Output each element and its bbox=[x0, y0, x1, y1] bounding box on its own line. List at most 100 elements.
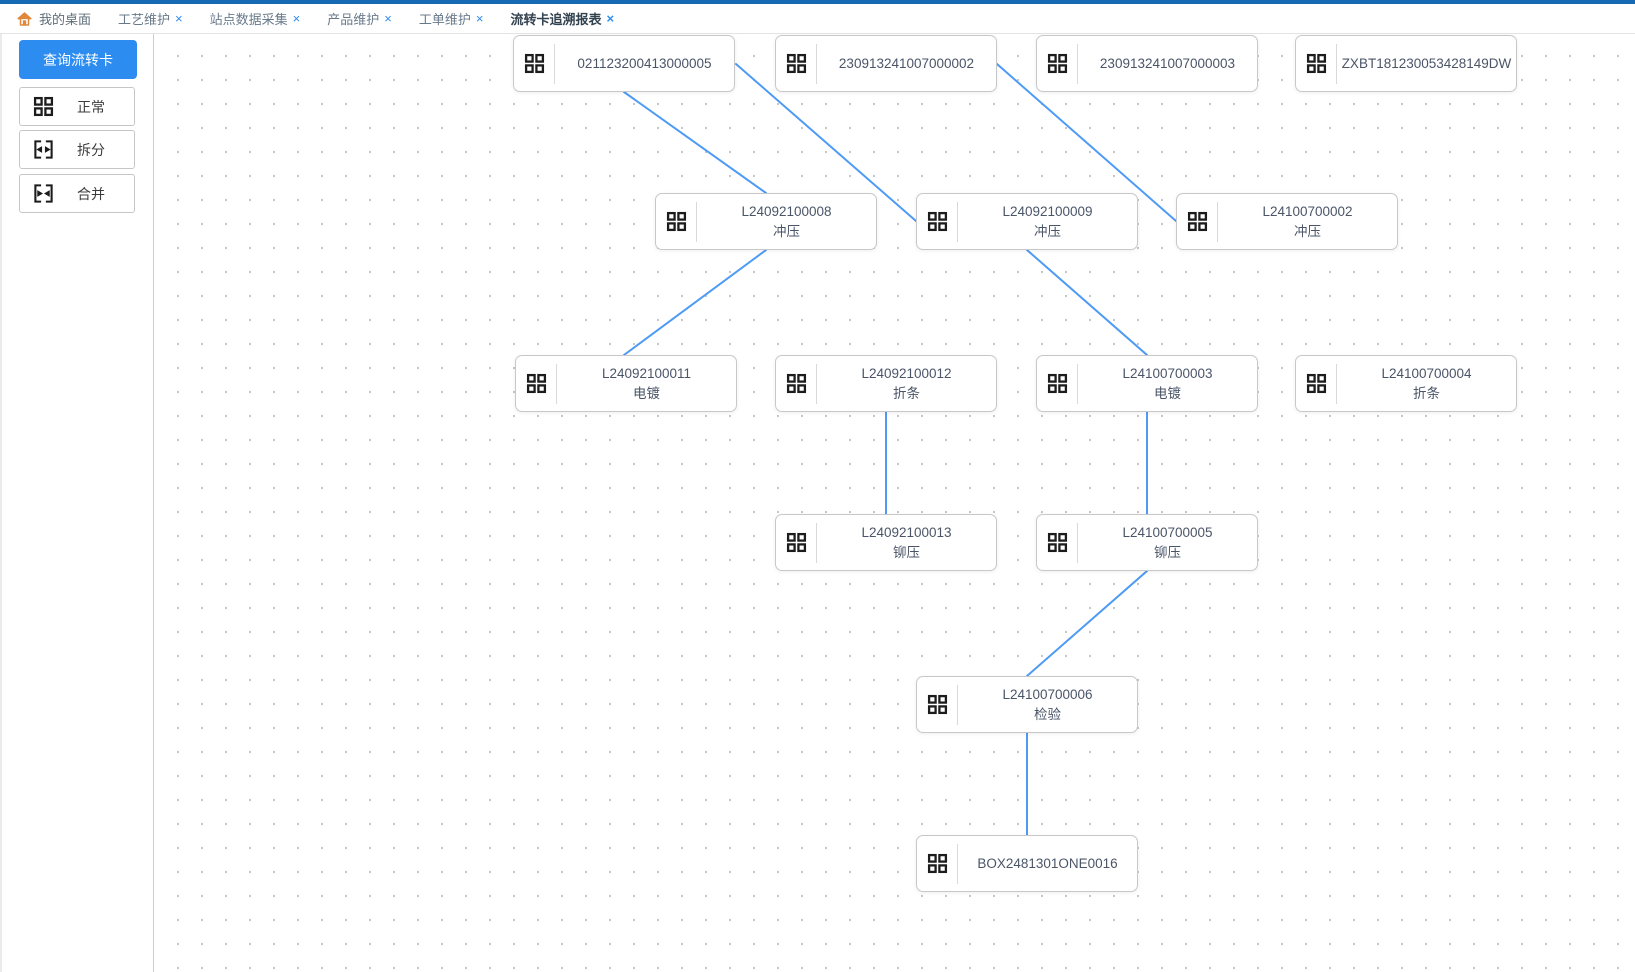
merge-icon bbox=[33, 183, 54, 204]
node-divider bbox=[957, 201, 958, 242]
grid-icon bbox=[514, 53, 554, 74]
node-divider bbox=[816, 43, 817, 84]
grid-icon bbox=[1037, 532, 1077, 553]
close-tab-icon[interactable]: × bbox=[175, 11, 183, 26]
node-text: L24092100009 冲压 bbox=[958, 202, 1137, 242]
flow-card-node[interactable]: 021123200413000005 bbox=[513, 35, 735, 92]
card-code: 021123200413000005 bbox=[577, 55, 712, 71]
grid-icon bbox=[1037, 53, 1077, 74]
legend-item-split[interactable]: 拆分 bbox=[19, 130, 135, 169]
tab-label: 产品维护 bbox=[327, 12, 380, 27]
node-divider bbox=[1077, 522, 1078, 563]
close-tab-icon[interactable]: × bbox=[475, 11, 484, 26]
node-text: BOX2481301ONE0016 bbox=[958, 854, 1137, 874]
tab-item[interactable]: 工单维护 × bbox=[419, 9, 484, 28]
flow-card-node[interactable]: ZXBT181230053428149DW bbox=[1295, 35, 1517, 92]
card-process: 折条 bbox=[1413, 385, 1440, 401]
legend-label: 合并 bbox=[77, 185, 105, 202]
tab-item[interactable]: 站点数据采集× bbox=[210, 9, 301, 28]
flow-card-node[interactable]: L24092100013 铆压 bbox=[775, 514, 997, 571]
card-process: 铆压 bbox=[893, 544, 920, 560]
trace-canvas[interactable] bbox=[155, 34, 1635, 972]
flow-card-node[interactable]: L24092100009 冲压 bbox=[916, 193, 1138, 250]
flow-card-node[interactable]: L24100700006 检验 bbox=[916, 676, 1138, 733]
home-icon bbox=[16, 11, 33, 27]
query-flow-card-button[interactable]: 查询流转卡 bbox=[19, 40, 137, 79]
grid-icon bbox=[656, 211, 696, 232]
card-code: 230913241007000002 bbox=[838, 55, 975, 71]
card-process: 电镀 bbox=[1154, 385, 1181, 401]
grid-icon bbox=[1037, 373, 1077, 394]
node-divider bbox=[1077, 363, 1078, 404]
node-divider bbox=[957, 684, 958, 725]
tab-item[interactable]: 产品维护 × bbox=[327, 9, 392, 28]
node-divider bbox=[1336, 363, 1337, 404]
tab-item[interactable]: 工艺维护 × bbox=[118, 9, 183, 28]
node-divider bbox=[554, 43, 555, 84]
node-divider bbox=[957, 843, 958, 884]
close-tab-icon[interactable]: × bbox=[292, 11, 301, 26]
card-process: 冲压 bbox=[773, 223, 800, 239]
legend-item-normal[interactable]: 正常 bbox=[19, 87, 135, 126]
grid-icon bbox=[776, 53, 816, 74]
node-text: L24092100013 铆压 bbox=[817, 523, 996, 563]
flow-card-node[interactable]: L24100700003 电镀 bbox=[1036, 355, 1258, 412]
grid-icon bbox=[917, 211, 957, 232]
card-process: 检验 bbox=[1034, 706, 1061, 722]
card-code: L24092100013 bbox=[861, 524, 952, 540]
card-code: L24100700003 bbox=[1122, 365, 1213, 381]
open-tabs: 工艺维护×站点数据采集×产品维护×工单维护×流转卡追溯报表× bbox=[118, 9, 614, 28]
tab-bar: 我的桌面 工艺维护×站点数据采集×产品维护×工单维护×流转卡追溯报表× bbox=[0, 4, 1635, 34]
top-accent-strip bbox=[0, 0, 1635, 4]
close-tab-icon[interactable]: × bbox=[384, 11, 392, 26]
node-divider bbox=[816, 522, 817, 563]
flow-card-node[interactable]: L24092100008 冲压 bbox=[655, 193, 877, 250]
close-tab-icon[interactable]: × bbox=[606, 11, 615, 26]
legend-label: 拆分 bbox=[77, 141, 105, 158]
node-divider bbox=[1336, 43, 1337, 84]
card-process: 折条 bbox=[893, 385, 920, 401]
node-text: ZXBT181230053428149DW bbox=[1337, 54, 1516, 74]
card-code: L24092100011 bbox=[601, 365, 692, 381]
card-code: L24100700002 bbox=[1262, 203, 1353, 219]
node-text: 021123200413000005 bbox=[555, 54, 734, 74]
card-code: BOX2481301ONE0016 bbox=[977, 855, 1118, 871]
tab-label: 工单维护 bbox=[418, 12, 471, 27]
grid-icon bbox=[776, 532, 816, 553]
card-process: 铆压 bbox=[1154, 544, 1181, 560]
grid-icon bbox=[917, 853, 957, 874]
card-code: L24092100008 bbox=[741, 203, 832, 219]
card-code: L24092100009 bbox=[1002, 203, 1093, 219]
tab-item[interactable]: 流转卡追溯报表 × bbox=[510, 9, 614, 28]
node-text: 230913241007000002 bbox=[817, 54, 996, 74]
grid-icon bbox=[33, 96, 54, 117]
grid-icon bbox=[776, 373, 816, 394]
flow-card-node[interactable]: 230913241007000002 bbox=[775, 35, 997, 92]
node-text: 230913241007000003 bbox=[1078, 54, 1257, 74]
tab-label: 工艺维护 bbox=[118, 12, 171, 27]
card-code: L24100700006 bbox=[1002, 686, 1093, 702]
card-code: 230913241007000003 bbox=[1099, 55, 1236, 71]
flow-card-node[interactable]: BOX2481301ONE0016 bbox=[916, 835, 1138, 892]
tab-label: 流转卡追溯报表 bbox=[510, 12, 602, 27]
grid-icon bbox=[917, 694, 957, 715]
tab-home[interactable]: 我的桌面 bbox=[16, 9, 91, 28]
node-divider bbox=[1077, 43, 1078, 84]
grid-icon bbox=[1296, 373, 1336, 394]
node-text: L24100700003 电镀 bbox=[1078, 364, 1257, 404]
flow-card-node[interactable]: 230913241007000003 bbox=[1036, 35, 1258, 92]
card-process: 冲压 bbox=[1034, 223, 1061, 239]
split-icon bbox=[33, 139, 54, 160]
node-divider bbox=[1217, 201, 1218, 242]
legend-item-merge[interactable]: 合并 bbox=[19, 174, 135, 213]
